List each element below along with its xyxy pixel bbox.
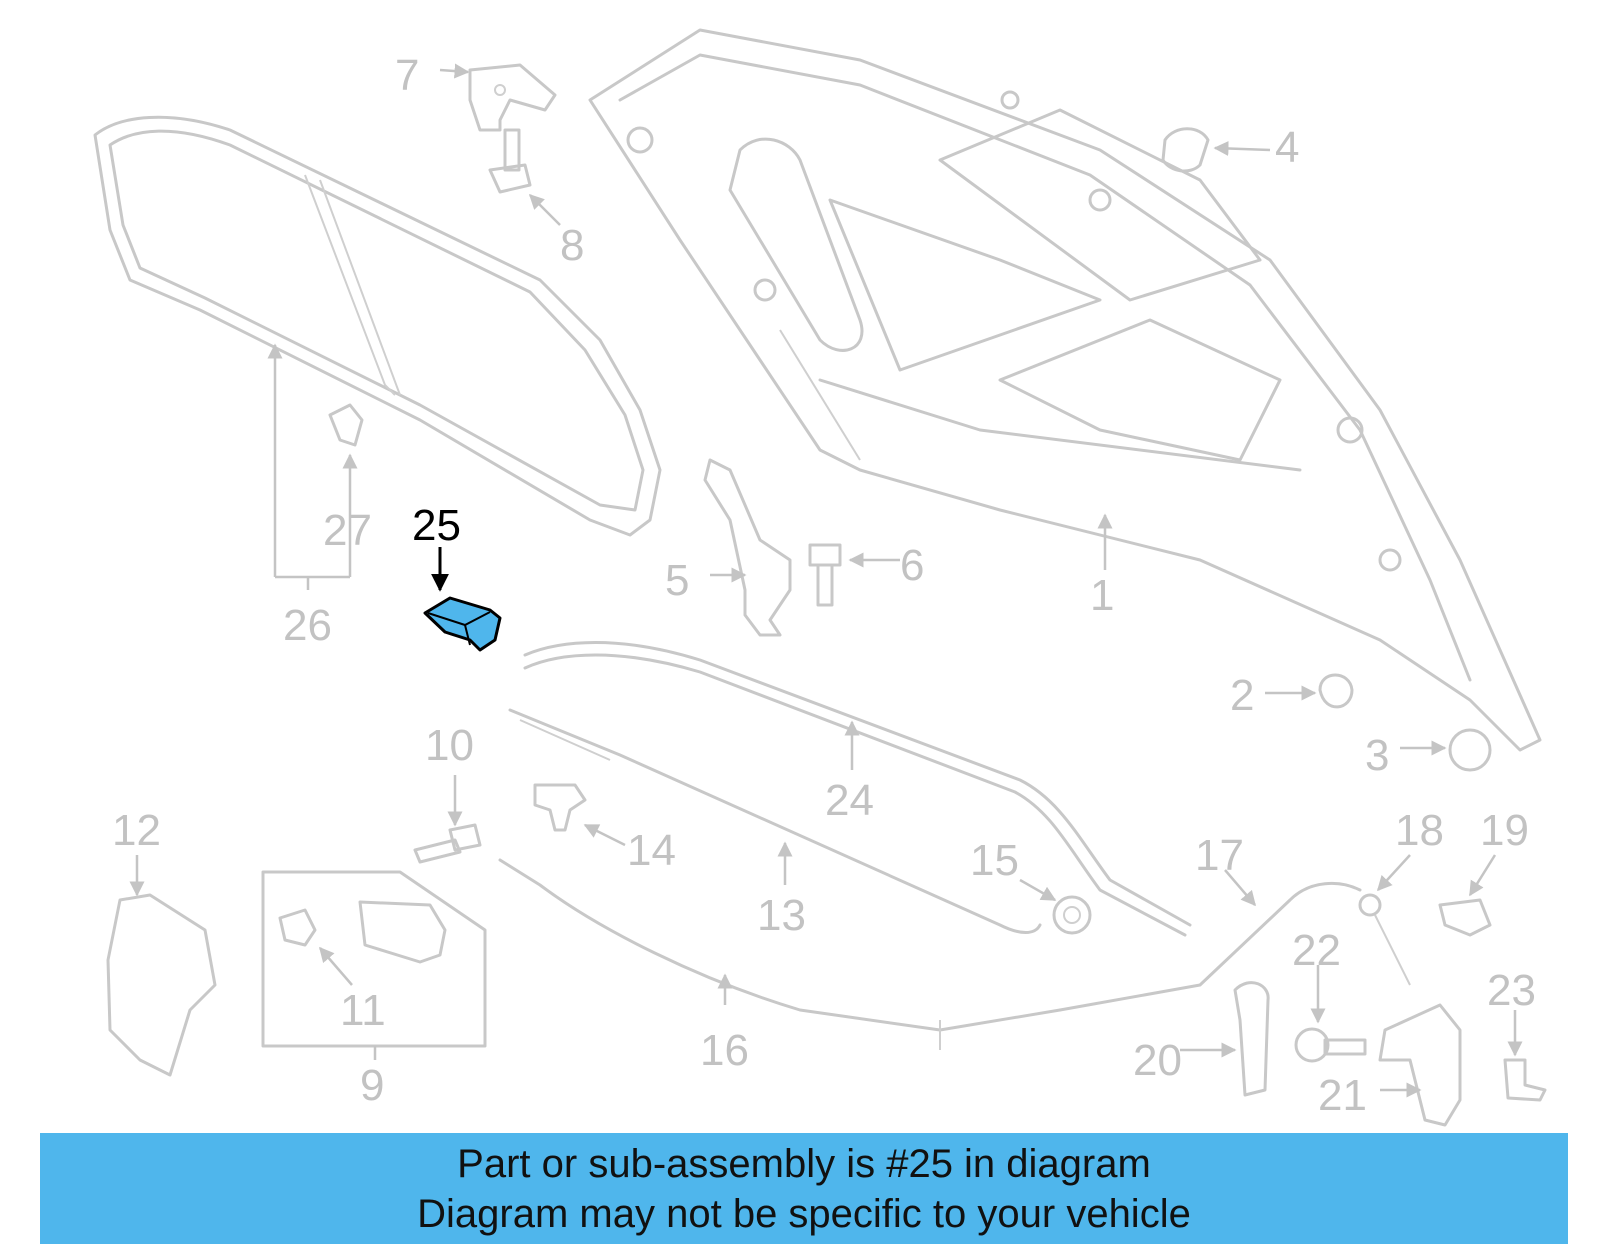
callout-21: 21 <box>1318 1071 1367 1120</box>
callout-6: 6 <box>900 541 924 590</box>
part-hood-insulator <box>93 115 662 537</box>
part-18-cable-end <box>1358 893 1411 986</box>
callout-17: 17 <box>1195 831 1244 880</box>
callout-14: 14 <box>627 826 676 875</box>
callout-19: 19 <box>1480 806 1529 855</box>
parts-diagram: 1 2 3 4 5 6 7 8 9 10 11 12 13 14 15 16 1… <box>93 28 1547 1127</box>
callout-22: 22 <box>1292 926 1341 975</box>
callout-20: 20 <box>1133 1036 1182 1085</box>
part-17-cable <box>1058 881 1362 1012</box>
callout-labels: 1 2 3 4 5 6 7 8 9 10 11 12 13 14 15 16 1… <box>112 51 1536 1120</box>
part-22-bolt <box>1294 1027 1367 1063</box>
part-15-grommet <box>1052 895 1092 935</box>
callout-16: 16 <box>700 1026 749 1075</box>
callout-7: 7 <box>395 51 419 100</box>
callout-26: 26 <box>283 601 332 650</box>
part-6-bolt <box>808 543 842 607</box>
callout-11: 11 <box>340 986 386 1035</box>
callout-4: 4 <box>1275 123 1299 172</box>
callout-10: 10 <box>425 721 474 770</box>
part-4-bumper <box>1161 127 1210 173</box>
callout-3: 3 <box>1365 731 1389 780</box>
part-20-handle <box>1233 981 1270 1097</box>
part-14-clip <box>533 783 587 832</box>
part-9-kit <box>261 870 487 1048</box>
callout-15: 15 <box>970 836 1019 885</box>
callout-12: 12 <box>112 806 161 855</box>
callout-24: 24 <box>825 776 874 825</box>
callout-9: 9 <box>360 1061 384 1110</box>
part-8-bolt <box>488 128 532 194</box>
part-10-bolt <box>413 823 482 864</box>
leader-lines <box>129 63 1523 1098</box>
callout-13: 13 <box>757 891 806 940</box>
part-7-bracket <box>468 63 557 132</box>
part-19-clip <box>1438 898 1492 937</box>
callout-5: 5 <box>665 556 689 605</box>
callout-2: 2 <box>1230 671 1254 720</box>
part-5-hinge <box>703 458 792 637</box>
part-2-plug <box>1318 673 1354 709</box>
part-21-latch <box>1378 1003 1462 1127</box>
part-25-highlighted[interactable] <box>423 596 502 652</box>
part-24-weatherstrip <box>523 641 1192 937</box>
banner-line-2: Diagram may not be specific to your vehi… <box>417 1192 1191 1236</box>
callout-23: 23 <box>1487 966 1536 1015</box>
callout-27: 27 <box>323 506 372 555</box>
callout-8: 8 <box>560 221 584 270</box>
callout-25-highlighted: 25 <box>412 501 461 550</box>
part-13-prop-rod <box>508 708 1042 934</box>
callout-18: 18 <box>1395 806 1444 855</box>
part-27-clip <box>328 403 364 447</box>
part-16-cable <box>498 858 1062 1050</box>
part-12-bracket <box>106 893 217 1077</box>
part-3-plug <box>1448 728 1492 772</box>
banner-line-1: Part or sub-assembly is #25 in diagram <box>457 1142 1151 1186</box>
callout-1: 1 <box>1090 571 1114 620</box>
part-23-clip <box>1503 1058 1547 1102</box>
part-hood-panel <box>588 28 1542 752</box>
info-banner: Part or sub-assembly is #25 in diagram D… <box>40 1133 1568 1244</box>
